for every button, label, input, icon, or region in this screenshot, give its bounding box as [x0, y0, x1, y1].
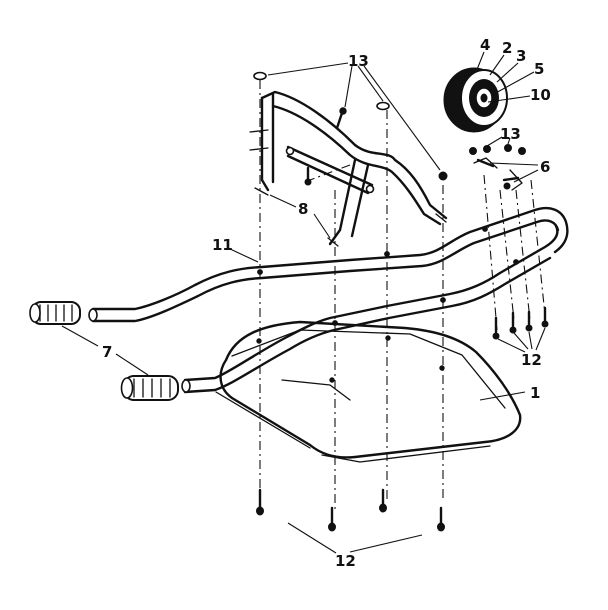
wheel-assembly — [443, 67, 508, 133]
callout-1: 1 — [530, 384, 540, 402]
handle-grips — [29, 301, 179, 401]
callout-labels: 13 4 2 3 5 10 13 6 8 11 7 12 1 12 — [102, 36, 551, 570]
callout-10: 10 — [530, 86, 551, 104]
callout-8: 8 — [298, 200, 308, 218]
frame-bolts-right — [492, 306, 549, 340]
leg-brace — [249, 90, 448, 247]
callout-12-bottom: 12 — [335, 552, 356, 570]
callout-7: 7 — [102, 343, 112, 361]
callout-11: 11 — [212, 236, 233, 254]
callout-13-top: 13 — [348, 52, 369, 70]
grip-lower — [120, 375, 179, 401]
callout-12-right: 12 — [521, 351, 542, 369]
grip-upper — [29, 301, 81, 325]
alignment-lines — [259, 80, 546, 510]
callout-3: 3 — [516, 47, 526, 65]
tray — [215, 320, 522, 463]
handle-frame — [88, 206, 569, 394]
callout-6: 6 — [540, 158, 550, 176]
leader-lines — [61, 51, 546, 554]
callout-5: 5 — [534, 60, 544, 78]
callout-4: 4 — [480, 36, 490, 54]
callout-13-right: 13 — [500, 125, 521, 143]
callout-2: 2 — [502, 39, 512, 57]
tray-bolts-bottom — [256, 488, 445, 532]
axle-hardware — [469, 144, 526, 191]
leg-bolts — [253, 71, 448, 181]
